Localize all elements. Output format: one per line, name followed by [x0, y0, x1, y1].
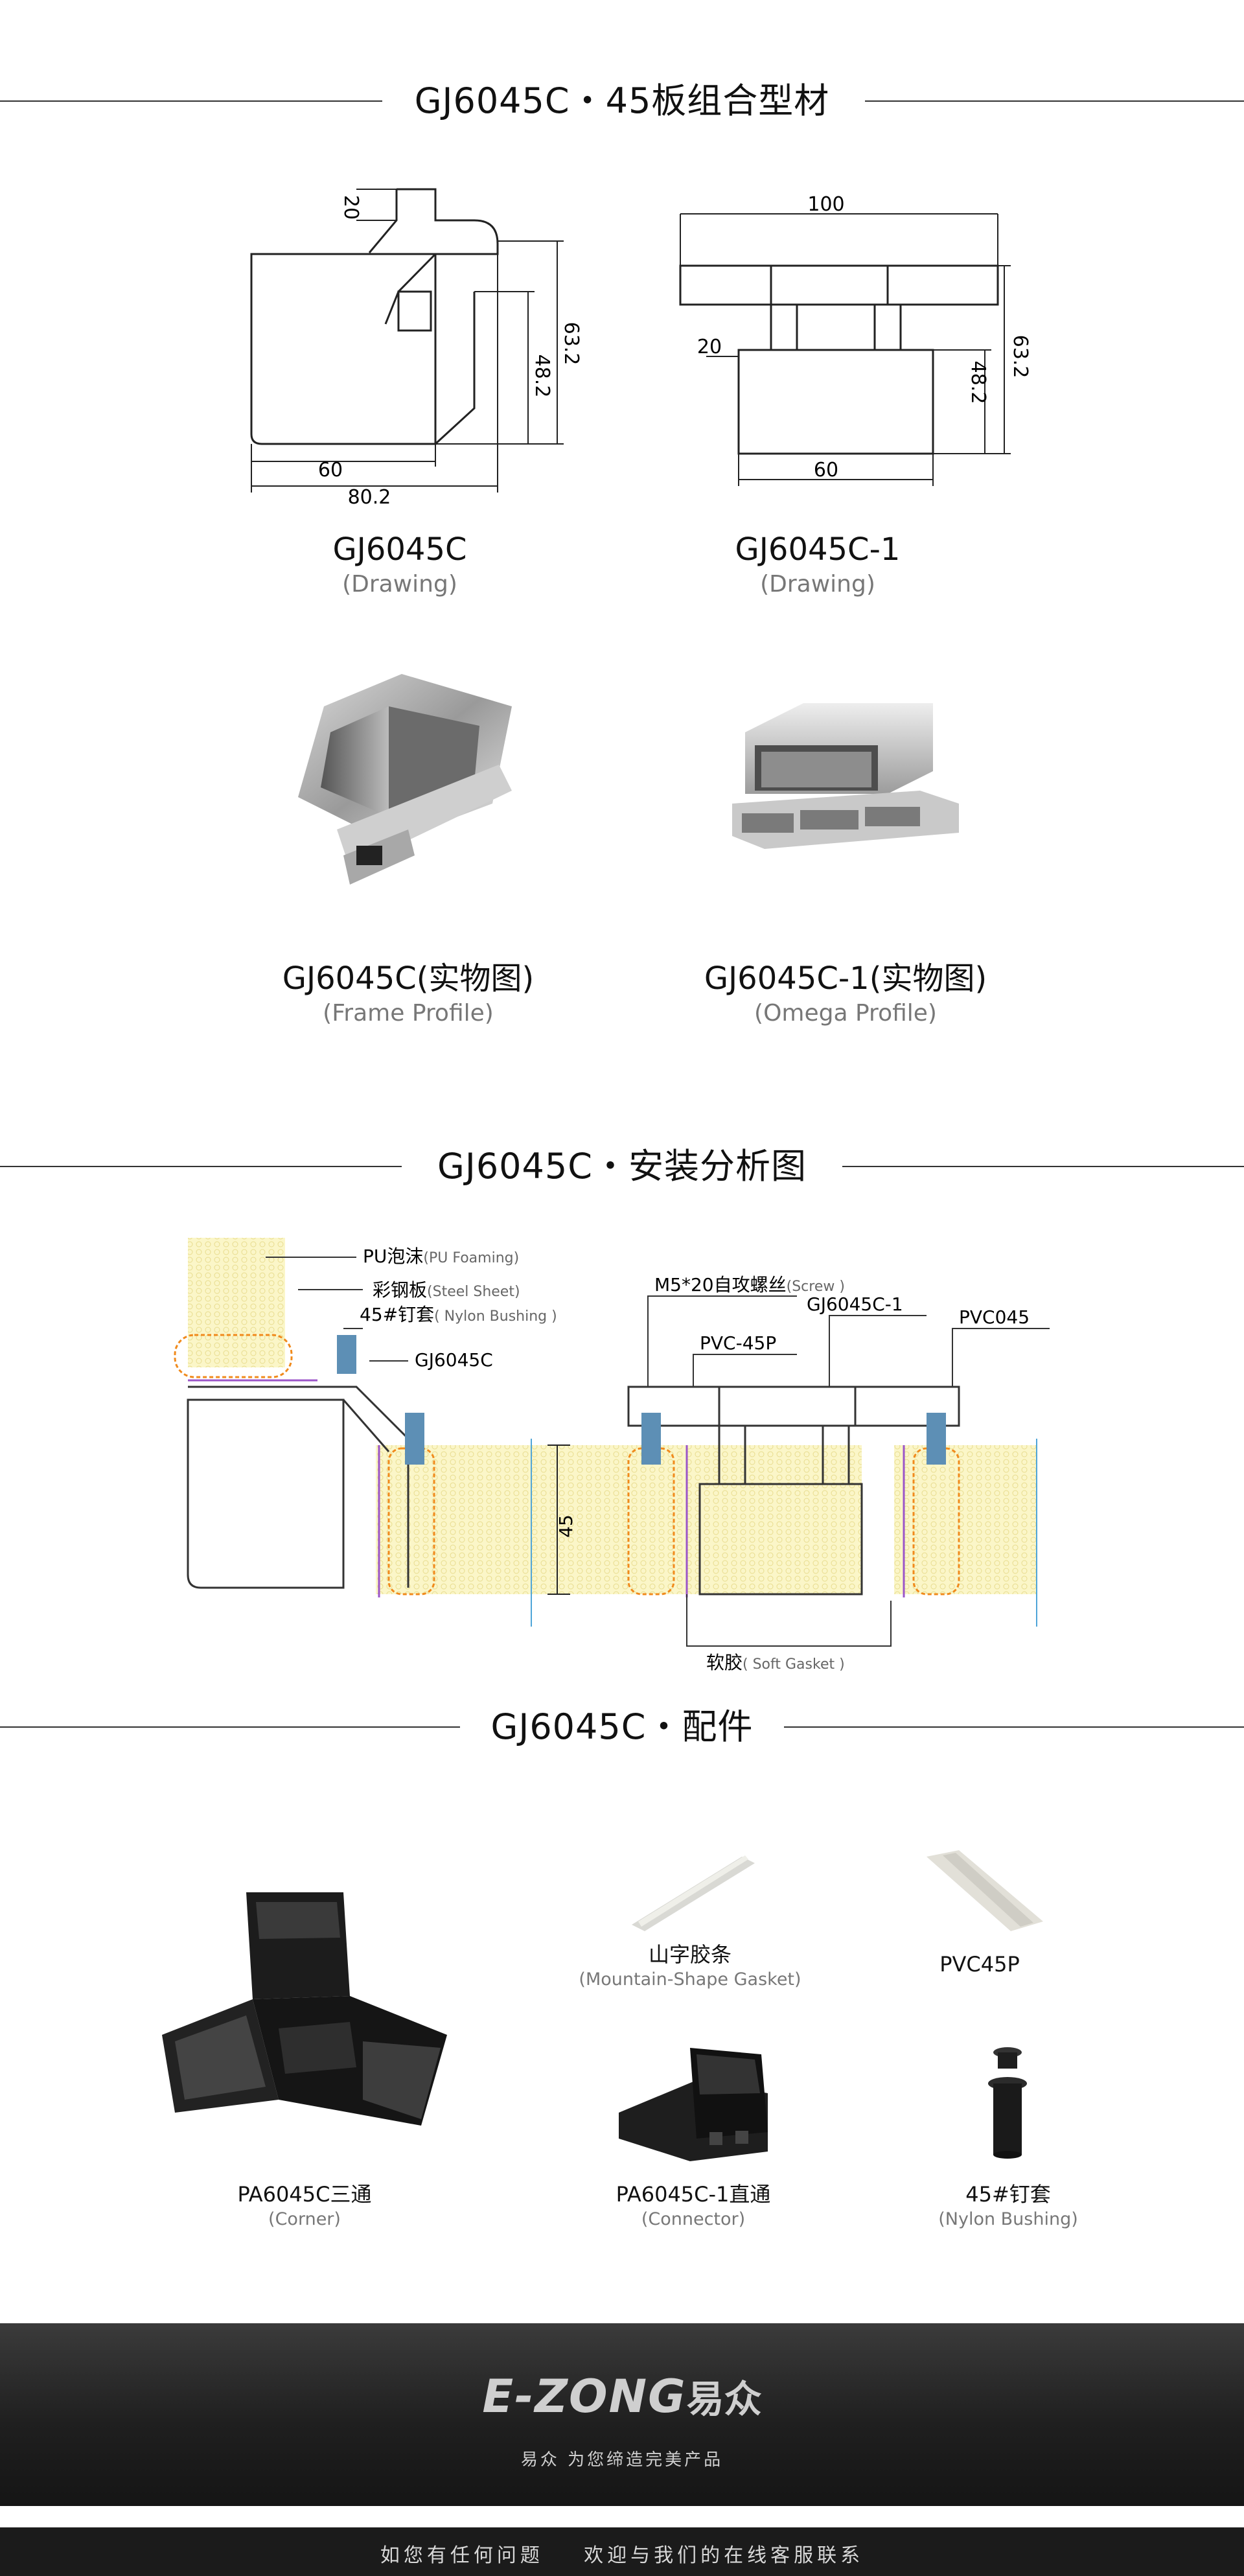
footer: E-ZONG易众 易众 为您缔造完美产品	[0, 2323, 1244, 2506]
dim-48-2: 48.2	[531, 354, 553, 398]
footer-slogan: 易众 为您缔造完美产品	[520, 2450, 724, 2470]
logo-text: E-ZONG	[482, 2370, 687, 2423]
section-title: GJ6045C・配件	[465, 1706, 779, 1747]
brand-logo: E-ZONG易众	[473, 2369, 771, 2423]
svg-text:PU泡沫(PU Foaming): PU泡沫(PU Foaming)	[363, 1246, 519, 1267]
label-pu-en: (PU Foaming)	[423, 1250, 519, 1266]
label-gasket-en: ( Soft Gasket )	[743, 1656, 845, 1673]
caption-title: GJ6045C(实物图)	[282, 960, 535, 997]
part-corner-image	[162, 1892, 447, 2126]
caption-photo-right: GJ6045C-1(实物图) (Omega Profile)	[684, 959, 1008, 1029]
label-pu-cn: PU泡沫	[363, 1246, 423, 1267]
dim-100: 100	[807, 194, 844, 216]
caption-title: GJ6045C	[332, 531, 467, 568]
section-header-install: GJ6045C・安装分析图	[0, 1146, 1244, 1187]
dim-63-2: 63.2	[560, 322, 582, 366]
label-pvc045: PVC045	[959, 1306, 1030, 1328]
caption-subtitle: (Nylon Bushing)	[938, 2209, 1078, 2229]
section-header-accessories: GJ6045C・配件	[0, 1706, 1244, 1747]
section-title: GJ6045C・45板组合型材	[388, 80, 856, 121]
part-connector-image	[619, 2048, 768, 2161]
section-header-profiles: GJ6045C・45板组合型材	[0, 80, 1244, 121]
caption-drawing-right: GJ6045C-1 (Drawing)	[656, 530, 980, 600]
label-gj6045c: GJ6045C	[415, 1349, 493, 1371]
divider-line	[0, 100, 382, 102]
caption-title: PA6045C-1直通	[616, 2182, 771, 2207]
part-pvc45p-image	[927, 1850, 1043, 1931]
caption-drawing-left: GJ6045C (Drawing)	[238, 530, 562, 600]
caption-subtitle: (Frame Profile)	[323, 1000, 494, 1027]
installation-diagram: 45 PU泡沫(PU Foaming) 彩钢板(Steel Sheet) 45#…	[174, 1238, 1050, 1673]
caption-title: PVC45P	[939, 1952, 1020, 1977]
label-nylon-en: ( Nylon Bushing )	[434, 1308, 557, 1325]
caption-subtitle: (Corner)	[268, 2209, 341, 2229]
dim-45: 45	[555, 1514, 577, 1538]
caption-title: GJ6045C-1(实物图)	[704, 960, 987, 997]
svg-text:M5*20自攻螺丝(Screw ): M5*20自攻螺丝(Screw )	[654, 1274, 845, 1295]
label-gj6045c-1: GJ6045C-1	[807, 1294, 903, 1315]
label-screw-en: (Screw )	[787, 1279, 845, 1295]
divider-line	[0, 1726, 460, 1728]
dim-63-2: 63.2	[1009, 335, 1030, 378]
label-gasket-cn: 软胶	[706, 1652, 743, 1673]
part-gasket-image	[632, 1855, 755, 1931]
photo-omega-profile	[732, 703, 959, 849]
drawing-gj6045c-1: 100 20 48.2 63.2 60	[679, 194, 1030, 486]
dim-20: 20	[697, 336, 722, 358]
caption-part-corner: PA6045C三通 (Corner)	[143, 2181, 466, 2231]
part-nylon-bushing-image	[988, 2047, 1027, 2159]
caption-title: 45#钉套	[965, 2182, 1051, 2207]
caption-part-connector: PA6045C-1直通 (Connector)	[531, 2181, 855, 2231]
svg-text:软胶( Soft Gasket ): 软胶( Soft Gasket )	[706, 1652, 845, 1673]
caption-title: PA6045C三通	[237, 2182, 372, 2207]
dim-60: 60	[814, 459, 838, 482]
label-steel-en: (Steel Sheet)	[427, 1284, 520, 1300]
svg-text:彩钢板(Steel Sheet): 彩钢板(Steel Sheet)	[373, 1279, 520, 1301]
caption-subtitle: (Mountain-Shape Gasket)	[579, 1969, 801, 1990]
caption-title: GJ6045C-1	[735, 531, 901, 568]
divider-line	[842, 1166, 1244, 1167]
caption-title: 山字胶条	[648, 1942, 731, 1967]
dim-60: 60	[318, 459, 343, 482]
dim-80-2: 80.2	[348, 486, 391, 509]
caption-subtitle: (Omega Profile)	[754, 1000, 937, 1027]
caption-subtitle: (Connector)	[641, 2209, 746, 2229]
caption-subtitle: (Drawing)	[760, 571, 875, 598]
label-nylon-cn: 45#钉套	[360, 1304, 434, 1325]
label-screw-cn: M5*20自攻螺丝	[654, 1274, 787, 1295]
caption-part-gasket: 山字胶条 (Mountain-Shape Gasket)	[528, 1941, 852, 1991]
caption-part-pvc45p: PVC45P	[818, 1951, 1142, 1978]
dim-20: 20	[340, 195, 362, 220]
logo-cn: 易众	[686, 2377, 762, 2421]
caption-subtitle: (Drawing)	[342, 571, 457, 598]
section-title: GJ6045C・安装分析图	[411, 1146, 833, 1187]
dim-48-2: 48.2	[967, 361, 989, 404]
drawing-gj6045c: 60 80.2 20 63.2 48.2	[250, 188, 582, 509]
contact-bar: 如您有任何问题 欢迎与我们的在线客服联系	[0, 2527, 1244, 2576]
caption-part-nylon-bushing: 45#钉套 (Nylon Bushing)	[846, 2181, 1170, 2231]
label-steel-cn: 彩钢板	[373, 1279, 427, 1301]
caption-photo-left: GJ6045C(实物图) (Frame Profile)	[246, 959, 570, 1029]
label-pvc-45p: PVC-45P	[700, 1332, 776, 1354]
photo-frame-profile	[298, 674, 512, 885]
divider-line	[0, 1166, 402, 1167]
divider-line	[784, 1726, 1244, 1728]
svg-text:45#钉套( Nylon Bushing ): 45#钉套( Nylon Bushing )	[360, 1304, 557, 1325]
divider-line	[865, 100, 1244, 102]
contact-text: 如您有任何问题 欢迎与我们的在线客服联系	[380, 2544, 864, 2567]
